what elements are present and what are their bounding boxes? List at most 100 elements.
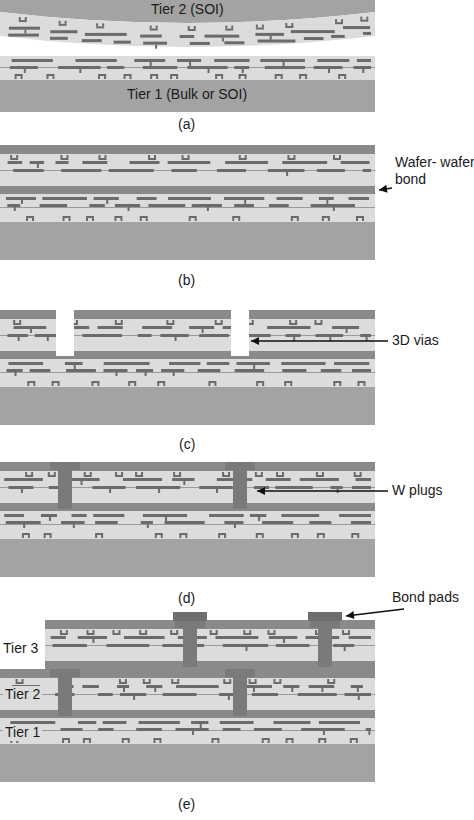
w-plug: [183, 620, 197, 667]
metal-line: [146, 685, 162, 688]
metal-line: [281, 362, 325, 365]
transistor-gate: [287, 158, 295, 160]
metal-line: [199, 486, 233, 489]
contact: [322, 472, 324, 475]
metal-line: [56, 161, 69, 164]
transistor-gate: [148, 158, 156, 160]
metal-line: [187, 66, 227, 69]
leader-line: [251, 340, 388, 342]
metal-line: [140, 35, 162, 38]
contact: [221, 320, 223, 323]
transistor-gate: [95, 533, 103, 535]
contact: [13, 320, 15, 323]
metal-line: [6, 369, 22, 372]
via: [244, 200, 246, 204]
substrate: [0, 222, 375, 260]
via: [14, 207, 16, 211]
metal-line: [215, 636, 258, 639]
metal-line: [220, 721, 254, 724]
via: [47, 337, 49, 341]
metal-line: [343, 26, 370, 29]
metal-line: [177, 59, 201, 62]
contact: [245, 76, 247, 79]
contact: [357, 535, 359, 538]
metal-line: [321, 369, 342, 372]
metal-line: [51, 636, 66, 639]
via: [270, 36, 272, 40]
bond-layer: [0, 710, 375, 718]
via: [23, 524, 25, 528]
layer-boundary: [0, 207, 375, 208]
contact: [354, 472, 356, 475]
transistor-gate: [223, 682, 231, 684]
layer-boundary: [0, 524, 375, 525]
contact: [120, 218, 122, 221]
metal-line: [315, 334, 343, 337]
contact: [314, 320, 316, 323]
via: [37, 164, 39, 168]
via: [283, 62, 285, 66]
metal-line: [61, 169, 101, 172]
transistor-gate: [351, 533, 359, 535]
tier-label: Tier 3: [3, 640, 38, 657]
layer-boundary: [0, 170, 375, 171]
transistor-gate: [218, 533, 226, 535]
contact: [350, 740, 352, 743]
metal-line: [189, 326, 214, 329]
transistor-gate: [170, 633, 178, 635]
contact: [287, 155, 289, 158]
contact: [52, 383, 54, 386]
contact: [148, 155, 150, 158]
via: [202, 329, 204, 333]
metal-line: [117, 685, 129, 688]
metal-line: [269, 204, 289, 207]
contact: [360, 17, 362, 20]
contact: [182, 155, 184, 158]
metal-line: [161, 369, 184, 372]
transistor-gate: [210, 633, 218, 635]
transistor-gate: [356, 216, 364, 218]
contact: [119, 679, 121, 682]
contact: [245, 155, 247, 158]
transistor-gate: [171, 682, 179, 684]
via: [200, 724, 202, 728]
contact: [268, 740, 270, 743]
transistor-gate: [342, 633, 350, 635]
metal-line: [353, 66, 371, 69]
callout-label: Wafer- wafer bond: [395, 154, 474, 188]
contact: [143, 679, 145, 682]
contact: [25, 472, 27, 475]
contact: [10, 155, 12, 158]
transistor-gate: [249, 682, 257, 684]
contact: [293, 155, 295, 158]
metal-line: [175, 728, 208, 731]
substrate: [0, 387, 375, 425]
contact: [19, 320, 21, 323]
substrate: [0, 539, 375, 577]
metal-line: [8, 34, 39, 37]
transistor-gate: [27, 381, 35, 383]
contact: [357, 383, 359, 386]
transistor-gate: [327, 682, 335, 684]
metal-line: [6, 521, 41, 524]
contact: [44, 535, 46, 538]
metal-line: [225, 161, 268, 164]
via: [346, 329, 348, 333]
contact: [273, 630, 275, 633]
transistor-gate: [52, 381, 60, 383]
via-hole: [231, 310, 249, 356]
contact: [339, 383, 341, 386]
contact: [295, 320, 297, 323]
transistor-gate: [211, 738, 219, 740]
panel-caption: (a): [178, 116, 195, 133]
metal-line: [4, 478, 43, 481]
arrowhead: [346, 611, 354, 619]
metal-line: [317, 169, 345, 172]
arrowhead: [379, 185, 388, 193]
transistor-gate: [91, 381, 99, 383]
contact: [92, 218, 94, 221]
transistor-gate: [157, 381, 165, 383]
metal-line: [142, 326, 172, 329]
metal-line: [191, 721, 208, 724]
via: [216, 489, 218, 493]
